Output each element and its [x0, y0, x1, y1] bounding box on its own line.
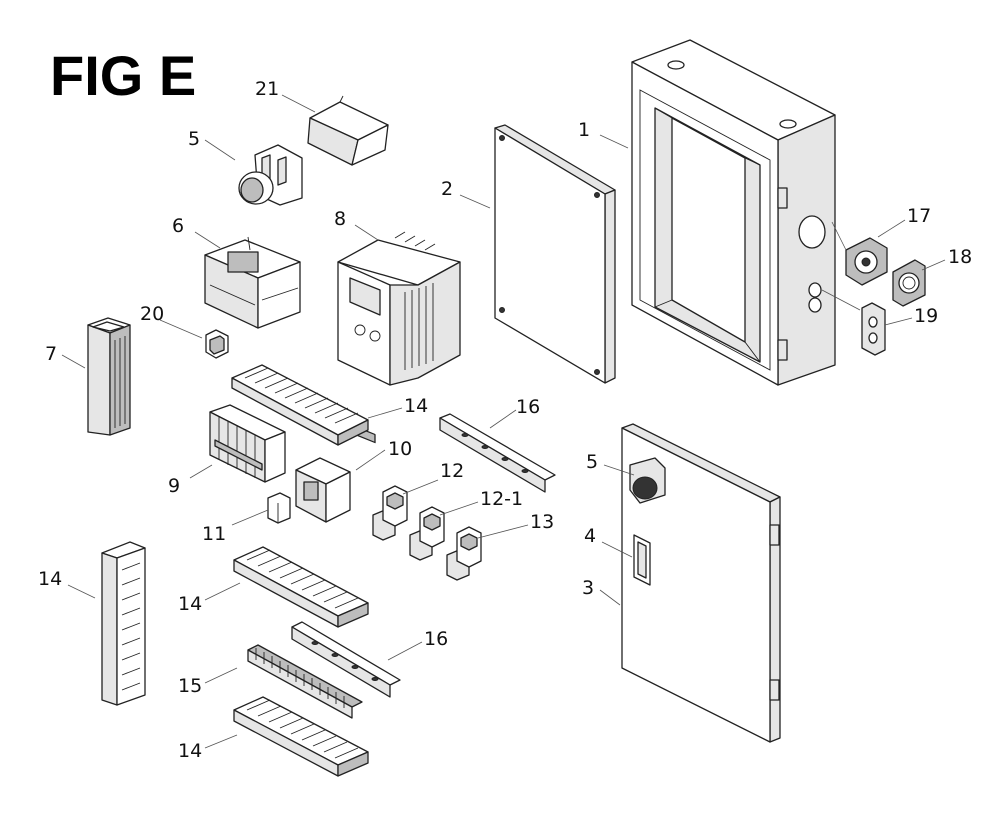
label-15: 15 — [178, 675, 202, 697]
part-15-terminal-strip — [247, 644, 363, 719]
part-5-rotary-switch — [238, 144, 303, 206]
label-4: 4 — [584, 525, 596, 547]
label-2: 2 — [441, 178, 453, 200]
part-16-din-rail-b — [291, 621, 401, 698]
label-14-b: 14 — [38, 568, 62, 590]
part-17-fan — [845, 237, 888, 286]
part-16-din-rail-a — [439, 413, 556, 493]
part-12-relay — [372, 485, 408, 541]
label-13: 13 — [530, 511, 554, 533]
part-13-relay — [446, 526, 482, 581]
part-14-wiring-duct-c — [233, 546, 369, 628]
part-20-terminal-block — [205, 329, 229, 359]
label-16-a: 16 — [516, 396, 540, 418]
label-11: 11 — [202, 523, 226, 545]
label-12-1: 12-1 — [480, 488, 523, 510]
part-14-wiring-duct-d — [233, 696, 369, 777]
label-7: 7 — [45, 343, 57, 365]
label-14-a: 14 — [404, 395, 428, 417]
label-20: 20 — [140, 303, 164, 325]
label-12: 12 — [440, 460, 464, 482]
label-3: 3 — [582, 577, 594, 599]
callout-labels: 1 2 3 4 5 5 6 7 8 9 10 11 12 12-1 13 14 … — [38, 78, 972, 762]
part-14-wiring-duct-b — [101, 541, 146, 706]
figure-title: FIG E — [50, 44, 196, 107]
label-8: 8 — [334, 208, 346, 230]
label-14-c: 14 — [178, 593, 202, 615]
part-12-1-relay — [409, 506, 445, 561]
label-17: 17 — [907, 205, 931, 227]
label-1: 1 — [578, 119, 590, 141]
label-5-switch: 5 — [188, 128, 200, 150]
label-19: 19 — [914, 305, 938, 327]
part-2-mounting-panel — [494, 124, 616, 384]
part-21-bracket — [307, 95, 389, 166]
label-10: 10 — [388, 438, 412, 460]
part-10-contactor — [295, 457, 351, 523]
part-8-inverter — [337, 231, 461, 444]
part-9-circuit-breakers — [209, 404, 286, 483]
label-16-b: 16 — [424, 628, 448, 650]
part-6-transformer — [204, 236, 301, 329]
label-14-d: 14 — [178, 740, 202, 762]
label-6: 6 — [172, 215, 184, 237]
part-1-enclosure — [631, 39, 836, 386]
label-18: 18 — [948, 246, 972, 268]
part-3-door — [621, 423, 781, 743]
part-19-outlet — [861, 302, 886, 356]
leader-lines — [61, 94, 946, 749]
label-5-door: 5 — [586, 451, 598, 473]
label-21: 21 — [255, 78, 279, 100]
part-14-wiring-duct-a — [231, 364, 369, 446]
part-7-duct — [87, 317, 131, 436]
part-18-fan-grille — [892, 259, 926, 307]
part-11-relay — [267, 492, 291, 524]
label-9: 9 — [168, 475, 180, 497]
